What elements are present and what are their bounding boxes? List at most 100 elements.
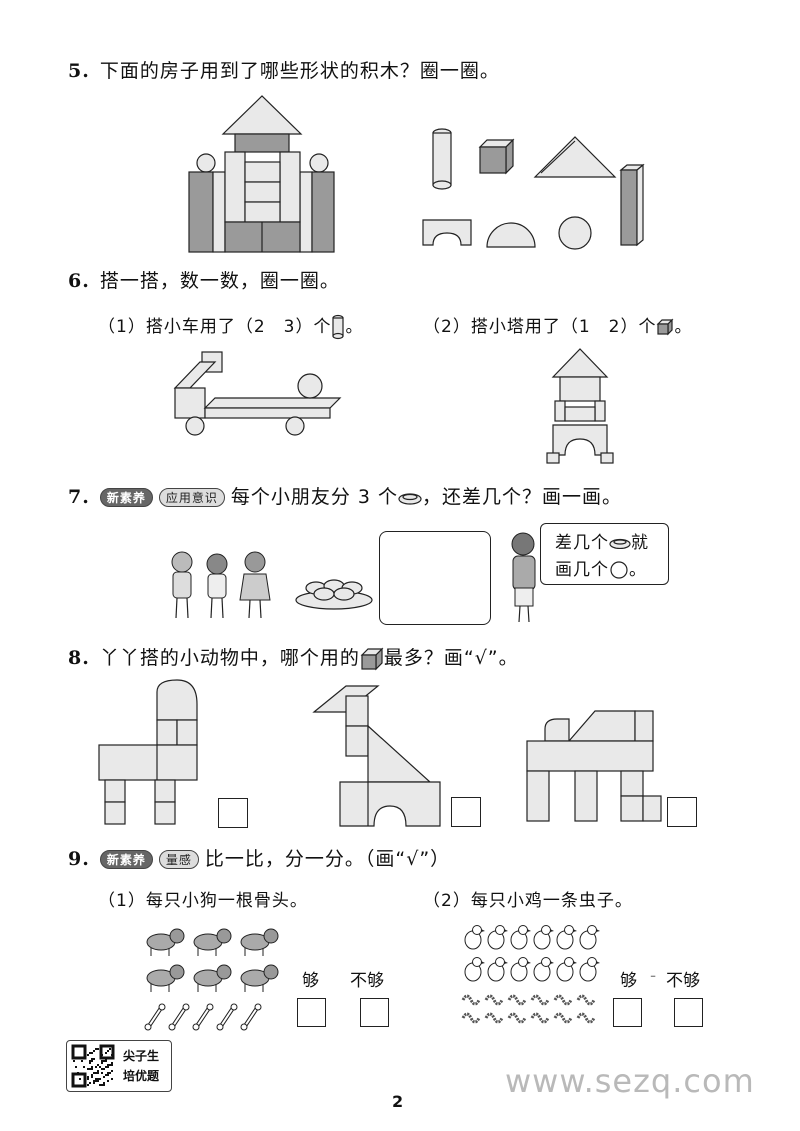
q6-title: 6. 搭一搭，数一数，圈一圈。 bbox=[68, 266, 340, 293]
worm-icon bbox=[484, 994, 504, 1006]
q6-part1: （1）搭小车用了（2 3）个。 bbox=[98, 312, 363, 340]
tall-cuboid-shape[interactable] bbox=[619, 163, 645, 247]
circle-icon bbox=[610, 561, 628, 579]
block-shapes-row bbox=[422, 128, 645, 250]
q7-tag-application: 应用意识 bbox=[158, 488, 225, 507]
worm-icon bbox=[507, 994, 527, 1006]
chick-icon bbox=[556, 957, 577, 982]
page-number: 2 bbox=[392, 1092, 404, 1111]
bone-icon bbox=[216, 1003, 238, 1031]
q8-answer-box-2[interactable] bbox=[451, 797, 481, 827]
animal-3-figure bbox=[526, 710, 662, 822]
pastry-icon bbox=[398, 492, 422, 505]
toy-tower-figure bbox=[546, 348, 614, 464]
triangle-prism-shape[interactable] bbox=[533, 136, 617, 178]
q5-number: 5. bbox=[68, 60, 90, 82]
bubble-line-2: 画几个。 bbox=[555, 560, 647, 580]
chick-icon bbox=[510, 957, 531, 982]
chick-icon bbox=[579, 925, 600, 950]
worm-icon bbox=[507, 1012, 527, 1024]
worm-icon bbox=[530, 994, 550, 1006]
q9-text: 比一比，分一分。（画“√”） bbox=[204, 848, 451, 870]
cube-icon bbox=[360, 647, 384, 670]
q9-2-enough-box[interactable] bbox=[613, 998, 642, 1027]
q8-number: 8. bbox=[68, 647, 90, 669]
chick-icon bbox=[533, 957, 554, 982]
q9-tag-new-literacy: 新素养 bbox=[99, 850, 153, 869]
q7-drawing-box[interactable] bbox=[379, 531, 491, 625]
sphere-shape[interactable] bbox=[558, 216, 592, 250]
teacher-illustration bbox=[511, 532, 536, 623]
qr-label-2: 培优题 bbox=[123, 1069, 160, 1083]
toy-car-figure bbox=[173, 351, 342, 436]
speech-bubble: 差几个就 画几个。 bbox=[540, 523, 669, 585]
chicks-and-worms-illustration bbox=[461, 925, 600, 1024]
worm-icon bbox=[484, 1012, 504, 1024]
q9-number: 9. bbox=[68, 848, 90, 870]
q7-text-2: ，还差几个？画一画。 bbox=[422, 486, 623, 508]
animal-2-figure bbox=[312, 685, 441, 827]
chick-icon bbox=[556, 925, 577, 950]
bone-icon bbox=[192, 1003, 214, 1031]
cube-shape[interactable] bbox=[478, 138, 515, 175]
q9-1-enough-box[interactable] bbox=[297, 998, 326, 1027]
cylinder-icon bbox=[332, 314, 345, 340]
q8-text: 丫丫搭的小动物中，哪个用的 bbox=[99, 647, 360, 669]
pastries-plate-illustration bbox=[295, 579, 373, 610]
bone-icon bbox=[168, 1003, 190, 1031]
pastry-icon bbox=[609, 538, 631, 550]
q6-part2-text: （2）搭小塔用了（1 2）个 bbox=[423, 317, 657, 337]
worm-icon bbox=[553, 994, 573, 1006]
chick-icon bbox=[533, 925, 554, 950]
q9-2-dash: - bbox=[650, 966, 657, 986]
q9-title: 9. 新素养量感比一比，分一分。（画“√”） bbox=[68, 844, 450, 871]
arch-shape[interactable] bbox=[422, 219, 472, 246]
q7-text: 每个小朋友分 3 个 bbox=[230, 486, 399, 508]
three-children-illustration bbox=[171, 551, 271, 619]
dog-icon bbox=[146, 928, 185, 956]
qr-code-icon[interactable] bbox=[71, 1044, 115, 1088]
worm-icon bbox=[576, 1012, 596, 1024]
q9-2-not-enough-box[interactable] bbox=[674, 998, 703, 1027]
chick-icon bbox=[487, 925, 508, 950]
q5-title: 5. 下面的房子用到了哪些形状的积木？圈一圈。 bbox=[68, 56, 500, 83]
worm-icon bbox=[461, 1012, 481, 1024]
q8-answer-box-3[interactable] bbox=[667, 797, 697, 827]
chick-icon bbox=[464, 925, 485, 950]
bubble-line-1: 差几个就 bbox=[555, 533, 649, 553]
dog-icon bbox=[240, 964, 279, 992]
q9-part2-text: （2）每只小鸡一条虫子。 bbox=[423, 891, 633, 911]
worm-icon bbox=[553, 1012, 573, 1024]
castle-figure bbox=[188, 95, 335, 253]
q8-title: 8. 丫丫搭的小动物中，哪个用的 最多？画“√”。 bbox=[68, 643, 519, 671]
qr-label-1: 尖子生 bbox=[123, 1049, 160, 1063]
bone-icon bbox=[240, 1003, 262, 1031]
cube-icon bbox=[657, 318, 674, 336]
q5-text: 下面的房子用到了哪些形状的积木？圈一圈。 bbox=[99, 60, 500, 82]
dog-icon bbox=[193, 964, 232, 992]
chick-icon bbox=[464, 957, 485, 982]
hemisphere-shape[interactable] bbox=[486, 222, 536, 248]
chick-icon bbox=[510, 925, 531, 950]
q9-1-not-enough-label: 不够 bbox=[350, 971, 384, 991]
q8-answer-box-1[interactable] bbox=[218, 798, 248, 828]
dog-icon bbox=[193, 928, 232, 956]
q7-title: 7.新素养应用意识每个小朋友分 3 个，还差几个？画一画。 bbox=[68, 482, 622, 509]
q6-number: 6. bbox=[68, 270, 90, 292]
cylinder-shape[interactable] bbox=[432, 128, 452, 190]
q7-number: 7. bbox=[68, 486, 90, 508]
q9-part1-text: （1）每只小狗一根骨头。 bbox=[98, 891, 308, 911]
q9-1-not-enough-box[interactable] bbox=[360, 998, 389, 1027]
worm-icon bbox=[530, 1012, 550, 1024]
qr-panel: 尖子生 培优题 bbox=[66, 1040, 172, 1092]
q9-2-not-enough-label: 不够 bbox=[666, 971, 700, 991]
watermark: www.sezq.com bbox=[505, 1062, 755, 1100]
worm-icon bbox=[576, 994, 596, 1006]
q9-tag-quantity: 量感 bbox=[158, 850, 199, 869]
dogs-and-bones-illustration bbox=[144, 928, 279, 1031]
q6-text: 搭一搭，数一数，圈一圈。 bbox=[99, 270, 340, 292]
chick-icon bbox=[487, 957, 508, 982]
animal-1-figure bbox=[98, 679, 198, 825]
q8-text-2: 最多？画“√”。 bbox=[383, 647, 519, 669]
bone-icon bbox=[144, 1003, 166, 1031]
